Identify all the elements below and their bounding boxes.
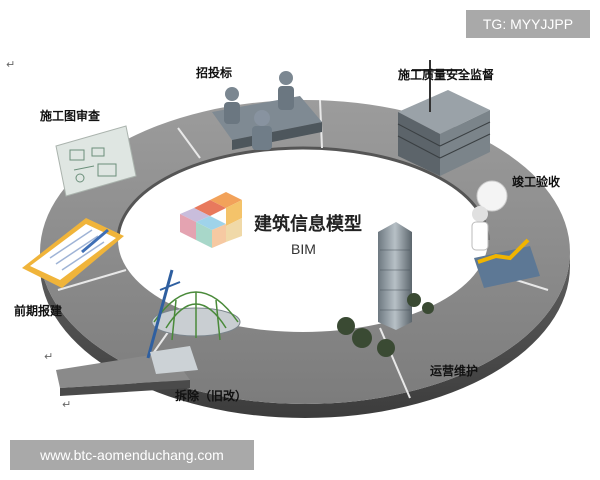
acceptance-illustration — [471, 180, 540, 288]
operation-illustration — [337, 222, 434, 357]
label-drawing-review: 施工图审查 — [40, 109, 101, 123]
label-demolition: 拆除（旧改） — [175, 389, 248, 403]
label-operation: 运营维护 — [430, 364, 479, 378]
paragraph-mark: ↵ — [44, 350, 54, 363]
ring-inner-rim — [116, 146, 490, 241]
drawing-review-illustration — [55, 125, 137, 197]
label-acceptance: 竣工验收 — [512, 175, 561, 189]
quality-supervision-illustration — [397, 60, 491, 176]
paragraph-mark: ↵ — [62, 398, 72, 411]
url-watermark-banner: www.btc-aomenduchang.com — [10, 440, 254, 470]
tg-watermark-badge: TG: MYYJJPP — [466, 10, 590, 38]
label-quality-supervision: 施工质量安全监督 — [398, 68, 495, 82]
pre-application-illustration — [22, 218, 124, 288]
bim-cube-logo — [180, 192, 242, 248]
center-title: 建筑信息模型 — [254, 214, 362, 235]
label-pre-application: 前期报建 — [14, 304, 63, 318]
label-bidding: 招投标 — [196, 66, 233, 80]
paragraph-mark: ↵ — [6, 58, 16, 71]
demolition-illustration — [146, 269, 241, 374]
bidding-illustration — [212, 71, 322, 150]
center-subtitle: BIM — [291, 241, 316, 257]
